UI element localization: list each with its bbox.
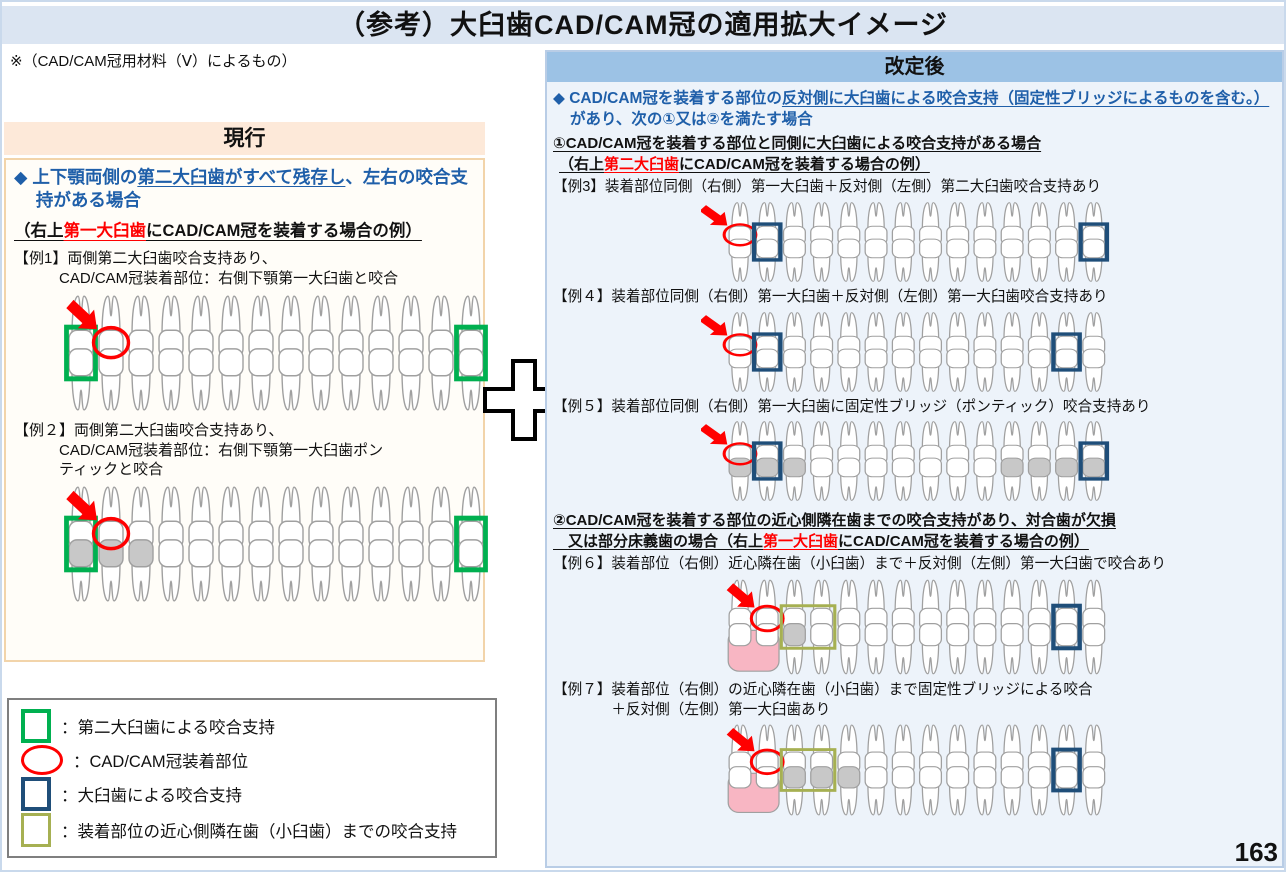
diamond-bullet-icon: ◆ — [14, 167, 33, 187]
legend-item: ：CAD/CAM冠装着部位 — [21, 745, 483, 775]
page-title: （参考）大臼歯CAD/CAM冠の適用拡大イメージ — [2, 6, 1284, 44]
case-highlight-text: 第一大臼歯 — [763, 533, 839, 551]
case-highlight-text: 第二大臼歯 — [604, 156, 680, 173]
case-highlight-text: 第一大臼歯 — [63, 222, 147, 241]
case-text: （右上 — [559, 156, 605, 173]
section2-title-text: ②CAD/CAM冠を装着する部位の近心側隣在歯までの咬合支持があり、対合歯が欠損 — [553, 512, 1116, 530]
revised-panel-body: ◆ CAD/CAM冠を装着する部位の反対側に大臼歯による咬合支持（固定性ブリッジ… — [547, 82, 1282, 819]
red-ellipse-icon — [21, 745, 63, 775]
example1-caption: 【例1】両側第二大臼歯咬合支持あり、 CAD/CAM冠装着部位：右側下顎第一大臼… — [14, 250, 399, 287]
condition-text: 上下顎両側の — [32, 167, 138, 187]
section1-title-text: ①CAD/CAM冠を装着する部位と同側に大臼歯による咬合支持がある場合 — [553, 134, 1042, 152]
case-text: 又は部分床義歯の場合（右上 — [553, 533, 764, 551]
navy-box-icon — [21, 777, 51, 811]
case-text: にCAD/CAM冠を装着する場合の例） — [679, 156, 930, 173]
section2-title: ②CAD/CAM冠を装着する部位の近心側隣在歯までの咬合支持があり、対合歯が欠損… — [553, 510, 1276, 552]
legend-item: ：大臼歯による咬合支持 — [21, 777, 483, 811]
example6-caption: 【例６】装着部位（右側）近心隣在歯（小臼歯）まで＋反対側（左側）第一大臼歯で咬合… — [553, 556, 1166, 573]
diamond-bullet-icon: ◆ — [553, 90, 570, 107]
condition-text: CAD/CAM冠を装着する部位の — [569, 90, 782, 107]
legend-label: ：装着部位の近心側隣在歯（小臼歯）までの咬合支持 — [61, 823, 457, 841]
current-case-note: （右上第一大臼歯にCAD/CAM冠を装着する場合の例） — [14, 217, 475, 241]
section1-title: ①CAD/CAM冠を装着する部位と同側に大臼歯による咬合支持がある場合 — [553, 134, 1276, 154]
olive-box-icon — [21, 813, 51, 847]
legend-label: ：大臼歯による咬合支持 — [61, 787, 243, 805]
revised-panel: 改定後 ◆ CAD/CAM冠を装着する部位の反対側に大臼歯による咬合支持（固定性… — [545, 50, 1284, 868]
example4-teeth-diagram — [701, 311, 1106, 392]
condition-underlined-text: 反対側に大臼歯による咬合支持（固定性ブリッジによるものを含む。） — [781, 90, 1270, 107]
material-note: ※（CAD/CAM冠用材料（Ⅴ）によるもの） — [10, 53, 297, 70]
current-panel-header: 現行 — [4, 122, 485, 155]
example5-teeth-diagram — [701, 421, 1110, 502]
legend-item: ：第二大臼歯による咬合支持 — [21, 709, 483, 743]
section1-case-note: （右上第二大臼歯にCAD/CAM冠を装着する場合の例） — [559, 155, 1276, 175]
example3-teeth-diagram — [701, 202, 1110, 282]
revised-condition: ◆ CAD/CAM冠を装着する部位の反対側に大臼歯による咬合支持（固定性ブリッジ… — [553, 88, 1276, 131]
example7-teeth-diagram — [726, 724, 1106, 816]
condition-underlined-text: 第二大臼歯がすべて残存し — [137, 167, 346, 187]
case-text: （右上 — [14, 222, 64, 241]
example1-teeth-diagram — [64, 295, 488, 411]
example7-caption: 【例７】装着部位（右側）の近心隣在歯（小臼歯）まで固定性ブリッジによる咬合 ＋反… — [553, 682, 1093, 718]
legend-item: ：装着部位の近心側隣在歯（小臼歯）までの咬合支持 — [21, 813, 483, 847]
case-text: にCAD/CAM冠を装着する場合の例） — [146, 222, 422, 241]
example3-caption: 【例3】装着部位同側（右側）第一大臼歯＋反対側（左側）第二大臼歯咬合支持あり — [553, 179, 1102, 196]
legend-label: ：CAD/CAM冠装着部位 — [73, 753, 249, 771]
condition-text: があり、次の①又は②を満たす場合 — [570, 111, 813, 129]
legend-label: ：第二大臼歯による咬合支持 — [61, 719, 276, 737]
example5-caption: 【例５】装着部位同側（右側）第一大臼歯に固定性ブリッジ（ポンティック）咬合支持あ… — [553, 398, 1151, 415]
page-number: 163 — [1234, 837, 1278, 867]
legend: ：第二大臼歯による咬合支持 ：CAD/CAM冠装着部位 ：大臼歯による咬合支持 ：装着… — [7, 698, 497, 858]
condition-text: 、左右の咬合支持がある場合 — [35, 167, 468, 211]
current-condition: ◆ 上下顎両側の第二大臼歯がすべて残存し、左右の咬合支持がある場合 — [14, 166, 475, 212]
example4-caption: 【例４】装着部位同側（右側）第一大臼歯＋反対側（左側）第一大臼歯咬合支持あり — [553, 288, 1108, 305]
example2-teeth-diagram — [64, 486, 488, 602]
example6-teeth-diagram — [726, 579, 1106, 675]
green-box-icon — [21, 709, 51, 743]
example2-caption: 【例２】両側第二大臼歯咬合支持あり、 CAD/CAM冠装着部位：右側下顎第一大臼… — [14, 421, 384, 479]
current-panel: ◆ 上下顎両側の第二大臼歯がすべて残存し、左右の咬合支持がある場合 （右上第一大… — [4, 158, 488, 662]
plus-icon — [483, 359, 565, 441]
case-text: にCAD/CAM冠を装着する場合の例） — [838, 533, 1089, 551]
revised-panel-header: 改定後 — [547, 52, 1282, 82]
